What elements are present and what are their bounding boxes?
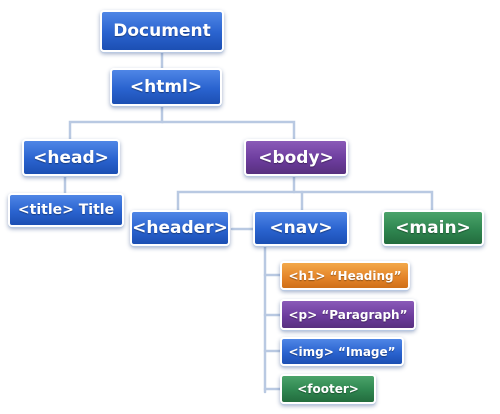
node-main: <main> — [382, 210, 484, 246]
node-html: <html> — [110, 68, 222, 106]
node-img: <img> “Image” — [280, 337, 404, 366]
node-title: <title> Title — [8, 193, 124, 227]
node-document: Document — [100, 10, 224, 52]
connector-body-bar — [176, 190, 434, 212]
node-head: <head> — [22, 139, 120, 176]
node-h1: <h1> “Heading” — [280, 261, 410, 290]
node-nav: <nav> — [253, 210, 349, 246]
connector-html-body — [160, 120, 296, 141]
node-p: <p> “Paragraph” — [280, 299, 416, 330]
node-header: <header> — [130, 210, 230, 246]
node-footer: <footer> — [280, 374, 376, 404]
connector-html-head — [68, 104, 164, 141]
node-body: <body> — [244, 139, 348, 176]
